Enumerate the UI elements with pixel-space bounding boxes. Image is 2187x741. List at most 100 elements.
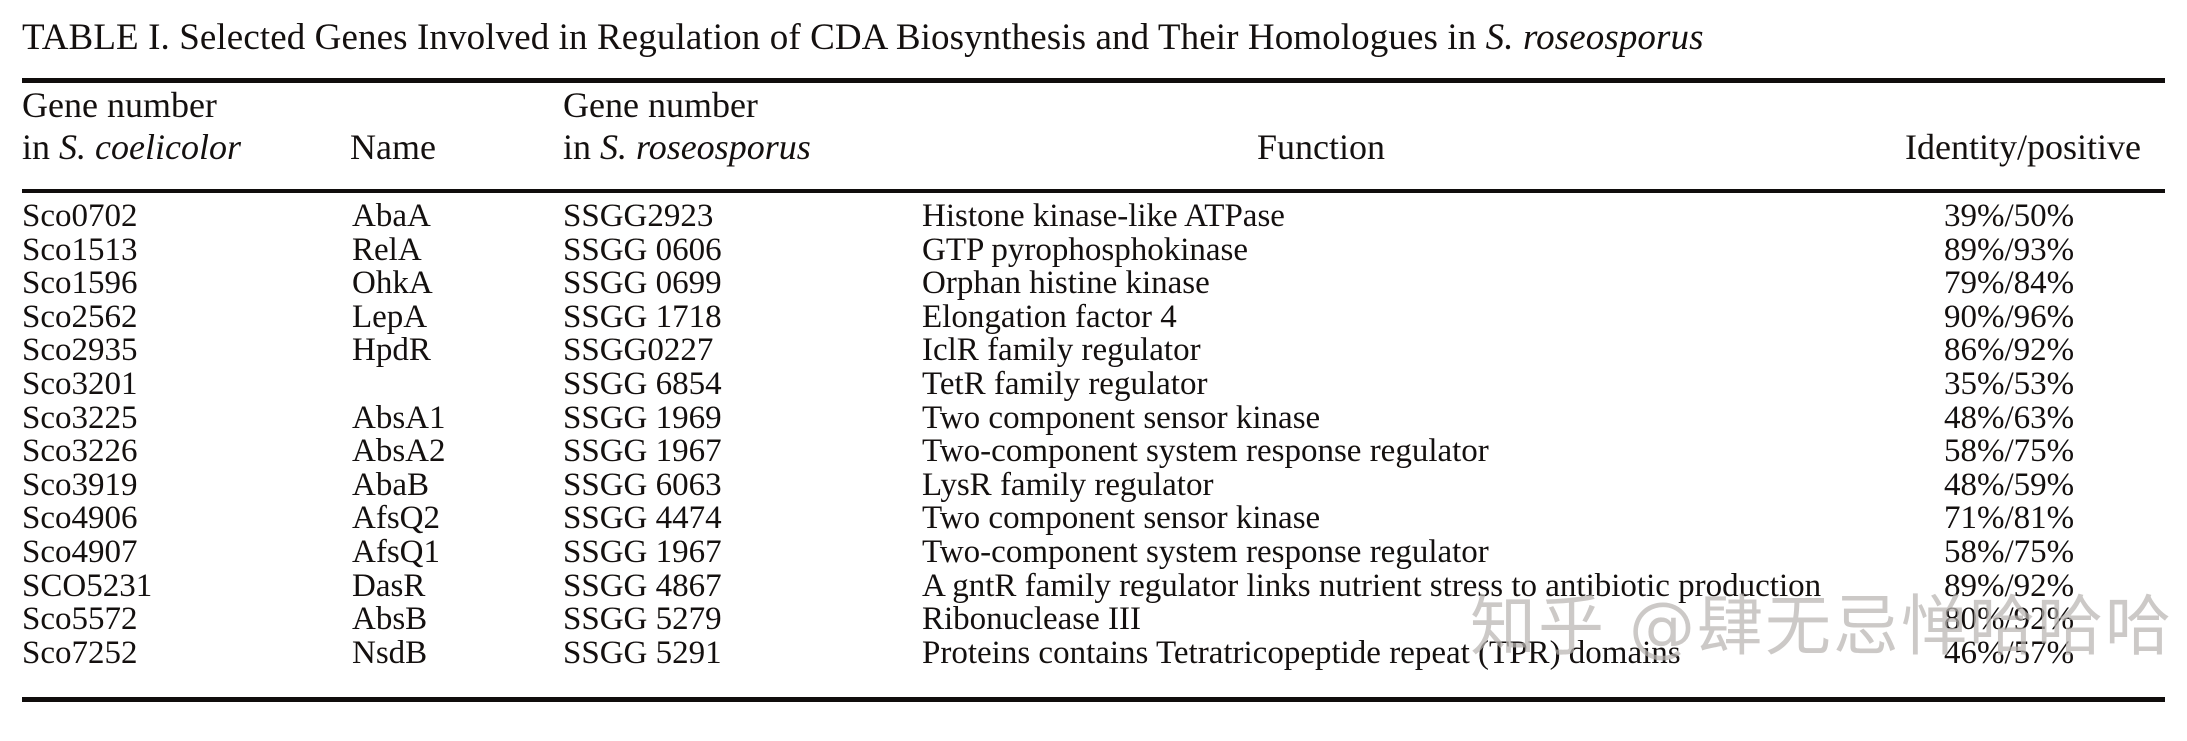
cell-gene-number-coelicolor: Sco3225 [22, 399, 138, 436]
cell-name: HpdR [352, 332, 431, 369]
table-row: Sco3226 AbsA2 SSGG 1967 Two-component syste… [0, 435, 2187, 469]
cell-name: OhkA [352, 265, 433, 302]
header-gene-number-roseosporus-line2: in S. roseosporus [563, 127, 811, 167]
table-title: TABLE I. Selected Genes Involved in Regu… [22, 16, 2165, 60]
table-row: Sco4906 AfsQ2 SSGG 4474 Two component senso… [0, 502, 2187, 536]
cell-identity-positive: 90%/96% [1944, 298, 2075, 335]
cell-gene-number-roseosporus: SSGG 6854 [563, 365, 722, 402]
cell-function: A gntR family regulator links nutrient s… [922, 567, 1822, 604]
cell-identity-positive: 46%/57% [1944, 634, 2075, 671]
cell-gene-number-roseosporus: SSGG 0606 [563, 231, 722, 268]
cell-name: AfsQ1 [352, 533, 440, 570]
header-gene-number-roseosporus-line1: Gene number [563, 85, 758, 125]
cell-name: AbsA1 [352, 399, 446, 436]
cell-gene-number-coelicolor: Sco3226 [22, 433, 138, 470]
cell-gene-number-coelicolor: Sco1596 [22, 265, 138, 302]
cell-function: Two-component system response regulator [922, 533, 1489, 570]
cell-identity-positive: 58%/75% [1944, 433, 2075, 470]
header-in-label-1: in [22, 127, 60, 167]
table-row: Sco1596 OhkA SSGG 0699 Orphan histine kinas… [0, 267, 2187, 301]
table-body: Sco0702 AbaA SSGG2923 Histone kinase-like A… [0, 198, 2187, 671]
cell-gene-number-roseosporus: SSGG0227 [563, 332, 714, 369]
cell-function: Elongation factor 4 [922, 298, 1177, 335]
cell-function: IclR family regulator [922, 332, 1201, 369]
cell-gene-number-coelicolor: Sco4907 [22, 533, 138, 570]
cell-identity-positive: 48%/63% [1944, 399, 2075, 436]
table-row: Sco3201 SSGG 6854 TetR family regulator 35%… [0, 365, 2187, 402]
cell-name: RelA [352, 231, 422, 268]
table-row: Sco5572 AbsB SSGG 5279 Ribonuclease III 80%/… [0, 603, 2187, 637]
rule-below-header [22, 189, 2165, 193]
cell-gene-number-coelicolor: SCO5231 [22, 567, 153, 604]
table-row: Sco7252 NsdB SSGG 5291 Proteins contains Te… [0, 634, 2187, 671]
table-row: Sco1513 RelA SSGG 0606 GTP pyrophosphokinas… [0, 231, 2187, 268]
cell-gene-number-coelicolor: Sco3201 [22, 365, 138, 402]
table-title-text: TABLE I. Selected Genes Involved in Regu… [22, 16, 2165, 60]
table-row: Sco4907 AfsQ1 SSGG 1967 Two-component syste… [0, 533, 2187, 570]
cell-gene-number-coelicolor: Sco2562 [22, 298, 138, 335]
cell-identity-positive: 35%/53% [1944, 365, 2075, 402]
cell-name: AbsA2 [352, 433, 446, 470]
cell-gene-number-roseosporus: SSGG 6063 [563, 466, 722, 503]
cell-gene-number-roseosporus: SSGG2923 [563, 198, 714, 234]
cell-identity-positive: 39%/50% [1944, 198, 2075, 234]
cell-gene-number-roseosporus: SSGG 4867 [563, 567, 722, 604]
cell-name: LepA [352, 298, 428, 335]
cell-gene-number-roseosporus: SSGG 1967 [563, 533, 722, 570]
cell-gene-number-roseosporus: SSGG 1969 [563, 399, 722, 436]
cell-gene-number-coelicolor: Sco2935 [22, 332, 138, 369]
header-function: Function [1257, 127, 1386, 167]
header-name: Name [350, 127, 436, 167]
cell-identity-positive: 79%/84% [1944, 265, 2075, 302]
cell-name: AbaA [352, 198, 431, 234]
table-row: Sco0702 AbaA SSGG2923 Histone kinase-like A… [0, 198, 2187, 234]
cell-gene-number-coelicolor: Sco7252 [22, 634, 138, 671]
cell-gene-number-coelicolor: Sco0702 [22, 198, 138, 234]
cell-name: NsdB [352, 634, 428, 671]
cell-gene-number-coelicolor: Sco5572 [22, 601, 138, 638]
cell-name: AbsB [352, 601, 428, 638]
cell-name: AfsQ2 [352, 500, 440, 537]
cell-gene-number-coelicolor: Sco3919 [22, 466, 138, 503]
table-title-plain: TABLE I. Selected Genes Involved in Regu… [22, 17, 1486, 58]
cell-name: AbaB [352, 466, 429, 503]
rule-above-header [22, 78, 2165, 83]
cell-identity-positive: 86%/92% [1944, 332, 2075, 369]
header-in-label-2: in [563, 127, 601, 167]
cell-gene-number-roseosporus: SSGG 5279 [563, 601, 722, 638]
cell-gene-number-roseosporus: SSGG 0699 [563, 265, 722, 302]
cell-gene-number-coelicolor: Sco1513 [22, 231, 138, 268]
header-gene-number-coelicolor-line1: Gene number [22, 85, 217, 125]
cell-gene-number-roseosporus: SSGG 1967 [563, 433, 722, 470]
cell-identity-positive: 80%/92% [1944, 601, 2075, 638]
cell-identity-positive: 89%/92% [1944, 567, 2075, 604]
cell-function: GTP pyrophosphokinase [922, 231, 1249, 268]
cell-function: Orphan histine kinase [922, 265, 1210, 302]
cell-gene-number-roseosporus: SSGG 1718 [563, 298, 722, 335]
cell-identity-positive: 89%/93% [1944, 231, 2075, 268]
table-row: Sco3225 AbsA1 SSGG 1969 Two component senso… [0, 399, 2187, 436]
table-row: Sco2562 LepA SSGG 1718 Elongation factor 4 9… [0, 298, 2187, 335]
cell-identity-positive: 71%/81% [1944, 500, 2075, 537]
cell-function: LysR family regulator [922, 466, 1214, 503]
cell-function: Histone kinase-like ATPase [922, 198, 1285, 234]
cell-gene-number-roseosporus: SSGG 5291 [563, 634, 722, 671]
cell-gene-number-coelicolor: Sco4906 [22, 500, 138, 537]
table-row: Sco2935 HpdR SSGG0227 IclR family regulator… [0, 334, 2187, 368]
cell-identity-positive: 58%/75% [1944, 533, 2075, 570]
cell-function: Two-component system response regulator [922, 433, 1489, 470]
header-identity-positive: Identity/positive [1905, 127, 2141, 167]
cell-function: TetR family regulator [922, 365, 1208, 402]
cell-name: DasR [352, 567, 426, 604]
cell-function: Proteins contains Tetratricopeptide repe… [922, 634, 1681, 671]
cell-function: Two component sensor kinase [922, 500, 1321, 537]
header-species-roseosporus: S. roseosporus [600, 127, 811, 167]
table-header-row: Gene number in S. coelicolor Name Gene n… [0, 85, 2187, 185]
cell-gene-number-roseosporus: SSGG 4474 [563, 500, 722, 537]
table-title-species: S. roseosporus [1485, 17, 1704, 58]
cell-function: Two component sensor kinase [922, 399, 1321, 436]
cell-function: Ribonuclease III [922, 601, 1141, 638]
header-species-coelicolor: S. coelicolor [59, 127, 241, 167]
header-gene-number-coelicolor-line2: in S. coelicolor [22, 127, 241, 167]
